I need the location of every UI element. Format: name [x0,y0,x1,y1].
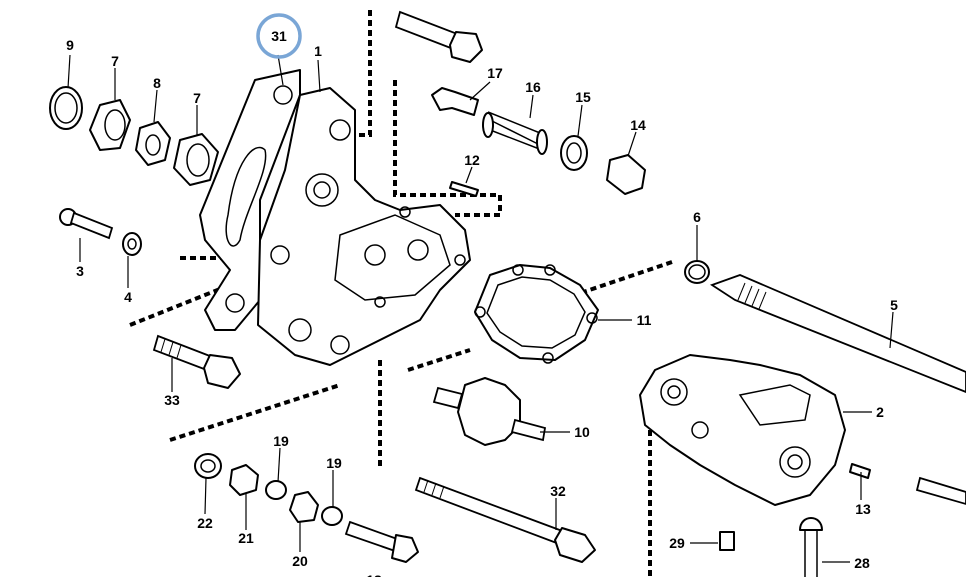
control-rod-part [709,274,966,393]
callout-22[interactable]: 22 [197,515,213,531]
long-bolt-32-part [414,476,596,563]
callout-labels: 31 1 9 7 8 7 17 16 15 14 12 3 4 6 5 11 3… [66,28,898,577]
callout-2[interactable]: 2 [876,404,884,420]
callout-18[interactable]: 18 [366,572,382,577]
gear-shaft-part [432,377,547,446]
callout-21[interactable]: 21 [238,530,254,546]
callout-28[interactable]: 28 [854,555,870,571]
callout-12[interactable]: 12 [464,152,480,168]
callout-14[interactable]: 14 [630,117,646,133]
callout-9[interactable]: 9 [66,37,74,53]
callout-1[interactable]: 1 [314,43,322,59]
screw-3-part [59,208,114,240]
callout-7b[interactable]: 7 [193,90,201,106]
relief-valve-parts [431,87,646,195]
callout-10[interactable]: 10 [574,424,590,440]
highlight-ring-31 [256,13,302,59]
o-ring-6-part [684,260,710,284]
washer-4-part [122,232,142,256]
callout-8[interactable]: 8 [153,75,161,91]
callout-19a[interactable]: 19 [273,433,289,449]
callout-3[interactable]: 3 [76,263,84,279]
callout-32[interactable]: 32 [550,483,566,499]
callout-20[interactable]: 20 [292,553,308,569]
callout-29[interactable]: 29 [669,535,685,551]
callout-17[interactable]: 17 [487,65,503,81]
lower-small-parts [194,453,419,563]
lower-right-parts [719,463,966,577]
gasket-plate-part [199,69,301,331]
bearing-stack-parts [49,86,219,186]
valve-body-part [639,354,846,506]
bolt-33-part [152,334,241,389]
callout-6[interactable]: 6 [693,209,701,225]
top-bolt-part [394,10,483,63]
callout-19b[interactable]: 19 [326,455,342,471]
callout-7a[interactable]: 7 [111,53,119,69]
callout-33[interactable]: 33 [164,392,180,408]
callout-15[interactable]: 15 [575,89,591,105]
callout-11[interactable]: 11 [637,312,652,328]
callout-4[interactable]: 4 [124,289,132,305]
callout-5[interactable]: 5 [890,297,898,313]
pump-housing-part [257,87,471,366]
leader-lines [67,54,894,563]
callout-16[interactable]: 16 [525,79,541,95]
callout-31[interactable]: 31 [271,28,287,44]
gasket-11-part [474,264,599,364]
pin-12-part [449,181,479,197]
callout-13[interactable]: 13 [855,501,871,517]
